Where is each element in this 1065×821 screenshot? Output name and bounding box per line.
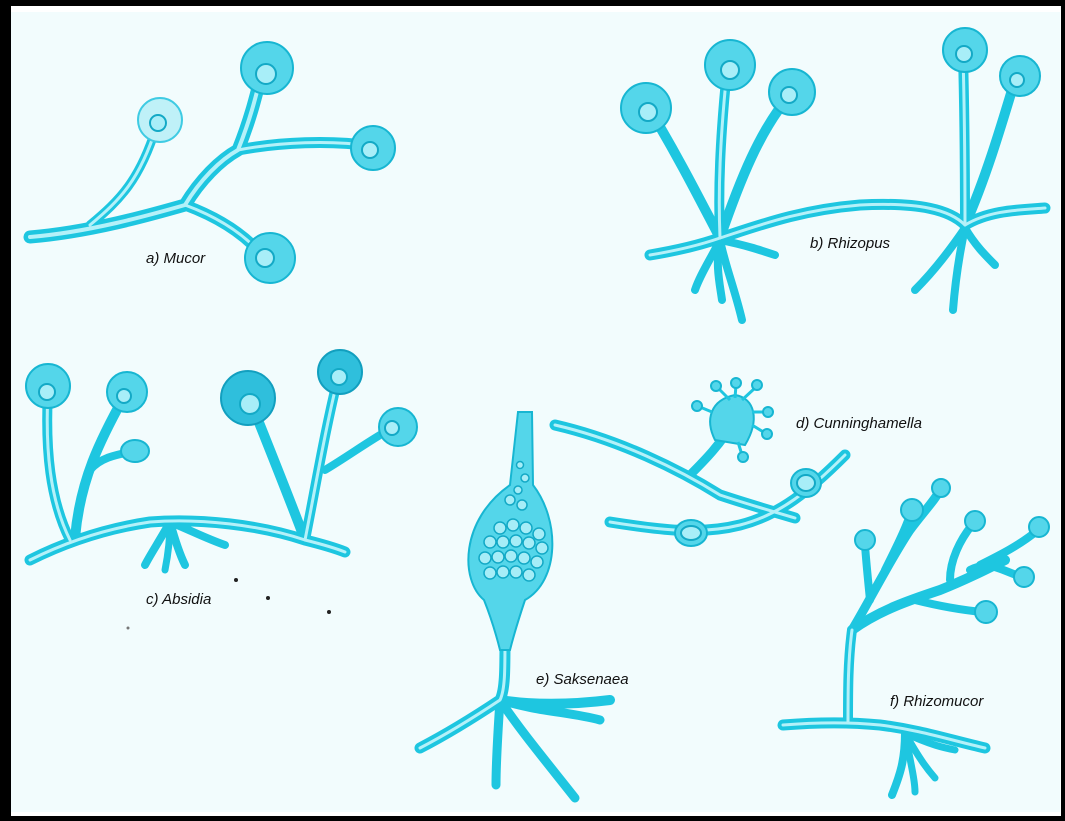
label-absidia: c) Absidia xyxy=(146,591,211,608)
spore xyxy=(533,528,545,540)
spore xyxy=(517,500,527,510)
sporangium xyxy=(932,479,950,497)
sporangium xyxy=(121,440,149,462)
spore xyxy=(497,536,509,548)
speck xyxy=(266,596,270,600)
columella xyxy=(331,369,347,385)
spore xyxy=(521,474,529,482)
sporangiole xyxy=(762,429,772,439)
speck xyxy=(127,627,130,630)
columella xyxy=(256,249,274,267)
columella xyxy=(721,61,739,79)
columella xyxy=(385,421,399,435)
spore xyxy=(497,566,509,578)
columella xyxy=(39,384,55,400)
columella xyxy=(956,46,972,62)
speck xyxy=(327,610,331,614)
spore xyxy=(523,569,535,581)
spore xyxy=(536,542,548,554)
columella xyxy=(781,87,797,103)
columella xyxy=(362,142,378,158)
columella xyxy=(240,394,260,414)
columella xyxy=(117,389,131,403)
border-left xyxy=(0,0,11,821)
chlamydospore-core xyxy=(681,526,701,540)
spore xyxy=(531,556,543,568)
spore xyxy=(505,495,515,505)
spore xyxy=(492,551,504,563)
border-bottom xyxy=(0,816,1065,821)
sporangiole xyxy=(738,452,748,462)
sporangiole xyxy=(752,380,762,390)
columella xyxy=(256,64,276,84)
sporangiole xyxy=(711,381,721,391)
spore xyxy=(517,462,524,469)
spore xyxy=(518,552,530,564)
sporangium xyxy=(1014,567,1034,587)
label-saksenaea: e) Saksenaea xyxy=(536,671,629,688)
label-mucor: a) Mucor xyxy=(146,250,206,267)
spore xyxy=(505,550,517,562)
spore xyxy=(510,566,522,578)
spore xyxy=(494,522,506,534)
spore xyxy=(523,537,535,549)
columella xyxy=(1010,73,1024,87)
spore xyxy=(520,522,532,534)
spore xyxy=(479,552,491,564)
sporangium xyxy=(965,511,985,531)
sporangium xyxy=(855,530,875,550)
sporangiole xyxy=(731,378,741,388)
label-rhizomucor: f) Rhizomucor xyxy=(890,693,984,710)
columella xyxy=(639,103,657,121)
sporangiole xyxy=(763,407,773,417)
sporangium xyxy=(975,601,997,623)
speck xyxy=(234,578,238,582)
sporangium xyxy=(1029,517,1049,537)
sporangiole xyxy=(692,401,702,411)
sporangium xyxy=(901,499,923,521)
border-right xyxy=(1061,0,1065,821)
label-cunninghamella: d) Cunninghamella xyxy=(796,415,922,432)
chlamydospore-core xyxy=(797,475,815,491)
spore xyxy=(484,536,496,548)
spore xyxy=(484,567,496,579)
spore xyxy=(507,519,519,531)
spore xyxy=(514,486,522,494)
border-top xyxy=(0,0,1065,6)
spore xyxy=(510,535,522,547)
label-rhizopus: b) Rhizopus xyxy=(810,235,891,252)
columella xyxy=(150,115,166,131)
